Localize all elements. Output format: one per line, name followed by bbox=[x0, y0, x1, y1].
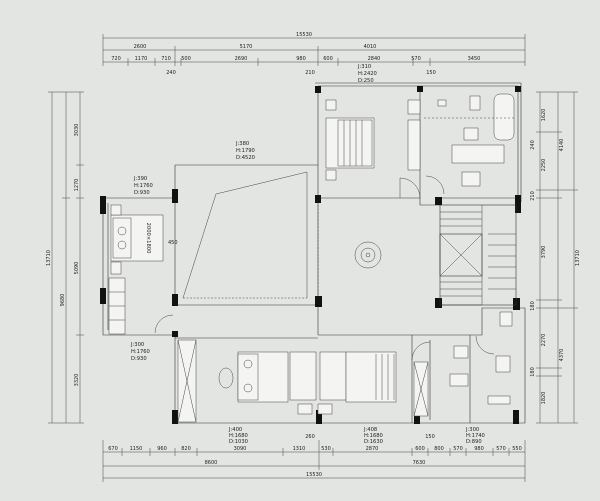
right-dim-seg-5: 180 bbox=[530, 301, 536, 311]
room-label-line: J:390 bbox=[133, 176, 147, 182]
top-dim-row4-3: 150 bbox=[426, 70, 436, 76]
right-dim-seg-2: 2250 bbox=[541, 159, 547, 172]
right-dim-outer-2: 4370 bbox=[559, 349, 565, 362]
room-label-line: H:1760 bbox=[134, 183, 153, 189]
room-label-top-right: J:310 H:2420 D:250 bbox=[357, 64, 377, 84]
bottom-dim-row2-2: 7630 bbox=[413, 460, 426, 466]
room-label-line: D:250 bbox=[358, 78, 374, 84]
left-dim-partial: 9680 bbox=[60, 294, 66, 307]
top-dim-row3-1: 720 bbox=[111, 56, 121, 62]
top-dim-row3-3: 710 bbox=[161, 56, 171, 62]
room-label-left-lower: J:300 H:1760 D:930 bbox=[130, 342, 150, 362]
right-dimension-lines bbox=[536, 91, 578, 424]
walls bbox=[100, 82, 526, 424]
bottom-dim-14: 550 bbox=[512, 446, 522, 452]
bottom-dim-4: 820 bbox=[181, 446, 191, 452]
right-dim-seg-1: 1620 bbox=[541, 109, 547, 122]
bottom-dim-small-1: 260 bbox=[305, 434, 315, 440]
bottom-dim-2: 1150 bbox=[130, 446, 143, 452]
room-label-left-upper: J:390 H:1760 D:930 bbox=[133, 176, 153, 196]
top-dim-row2-1: 2600 bbox=[134, 44, 147, 50]
room-label-bottom-1: J:400 H:1680 D:1030 bbox=[228, 427, 248, 445]
top-dim-row3-6: 980 bbox=[296, 56, 306, 62]
right-dim-seg-6: 2270 bbox=[541, 334, 547, 347]
bottom-dim-1: 670 bbox=[108, 446, 118, 452]
bottom-dim-13: 570 bbox=[496, 446, 506, 452]
right-dim-small: 240 bbox=[530, 140, 536, 150]
left-dim-seg-3: 5090 bbox=[74, 262, 80, 275]
room-label-line: J:380 bbox=[235, 141, 249, 147]
left-dim-seg-2: 1270 bbox=[74, 179, 80, 192]
top-dim-overall: 15530 bbox=[296, 32, 312, 38]
room-label-line: D:1030 bbox=[229, 439, 248, 445]
room-label-line: J:300 bbox=[465, 427, 479, 433]
room-label-line: D:4520 bbox=[236, 155, 255, 161]
room-label-line: J:408 bbox=[363, 427, 377, 433]
bottom-dim-8: 2870 bbox=[366, 446, 379, 452]
room-label-line: J:310 bbox=[357, 64, 371, 70]
left-dimension-lines bbox=[48, 91, 84, 424]
room-label-center: J:380 H:1790 D:4520 bbox=[235, 141, 255, 161]
top-dim-row3-4: 500 bbox=[181, 56, 191, 62]
right-dim-seg-7: 180 bbox=[530, 367, 536, 377]
center-hall bbox=[154, 171, 445, 334]
top-dim-row2-2: 5170 bbox=[240, 44, 253, 50]
bottom-dim-row2-1: 8600 bbox=[205, 460, 218, 466]
top-dim-row4-1: 240 bbox=[166, 70, 176, 76]
room-label-line: D:930 bbox=[131, 356, 147, 362]
room-label-line: D:890 bbox=[466, 439, 482, 445]
bottom-dim-9: 600 bbox=[415, 446, 425, 452]
top-dim-row3-10: 3450 bbox=[468, 56, 481, 62]
left-dim-seg-4: 3320 bbox=[74, 374, 80, 387]
top-dim-row3-7: 600 bbox=[323, 56, 333, 62]
top-dim-row3-5: 2690 bbox=[235, 56, 248, 62]
right-dim-seg-4: 3790 bbox=[541, 246, 547, 259]
room-label-bottom-3: J:300 H:1740 D:890 bbox=[465, 427, 485, 445]
room-label-line: H:1680 bbox=[364, 433, 383, 439]
bed-size-label: 2000×1800 bbox=[145, 223, 151, 254]
bottom-dim-overall: 15530 bbox=[306, 472, 322, 478]
room-label-line: H:2420 bbox=[358, 71, 377, 77]
top-dimension-lines bbox=[102, 34, 526, 66]
room-label-bottom-2: J:408 H:1680 D:1630 bbox=[363, 427, 383, 445]
top-right-bedroom bbox=[325, 93, 515, 187]
left-dim-overall: 13710 bbox=[46, 250, 52, 266]
bottom-bedrooms bbox=[177, 311, 513, 423]
bottom-dimension-lines bbox=[102, 440, 526, 482]
bottom-dim-11: 570 bbox=[453, 446, 463, 452]
staircase bbox=[439, 204, 517, 306]
bottom-dim-7: 530 bbox=[321, 446, 331, 452]
top-dim-row3-9: 570 bbox=[411, 56, 421, 62]
bottom-dim-5: 3090 bbox=[234, 446, 247, 452]
bottom-dim-6: 1310 bbox=[293, 446, 306, 452]
bed-size-label-small: 450 bbox=[168, 240, 178, 246]
right-dim-seg-3: 210 bbox=[530, 191, 536, 201]
left-dim-seg-1: 3030 bbox=[74, 124, 80, 137]
bottom-dim-3: 960 bbox=[157, 446, 167, 452]
room-label-line: J:300 bbox=[130, 342, 144, 348]
room-label-line: H:1790 bbox=[236, 148, 255, 154]
room-label-line: J:400 bbox=[228, 427, 242, 433]
bottom-dim-10: 800 bbox=[434, 446, 444, 452]
room-label-line: D:1630 bbox=[364, 439, 383, 445]
room-label-line: H:1760 bbox=[131, 349, 150, 355]
top-dim-row4-2: 210 bbox=[305, 70, 315, 76]
room-label-line: D:930 bbox=[134, 190, 150, 196]
bottom-dim-small-2: 150 bbox=[425, 434, 435, 440]
top-dim-row2-3: 4010 bbox=[364, 44, 377, 50]
right-dim-seg-8: 1820 bbox=[541, 392, 547, 405]
room-label-line: H:1680 bbox=[229, 433, 248, 439]
top-dim-row3-2: 1170 bbox=[135, 56, 148, 62]
room-label-line: H:1740 bbox=[466, 433, 485, 439]
right-dim-overall: 13710 bbox=[575, 250, 581, 266]
right-dim-outer-1: 4140 bbox=[559, 139, 565, 152]
bottom-dim-12: 980 bbox=[474, 446, 484, 452]
left-bedroom bbox=[108, 204, 164, 335]
top-dim-row3-8: 2840 bbox=[368, 56, 381, 62]
